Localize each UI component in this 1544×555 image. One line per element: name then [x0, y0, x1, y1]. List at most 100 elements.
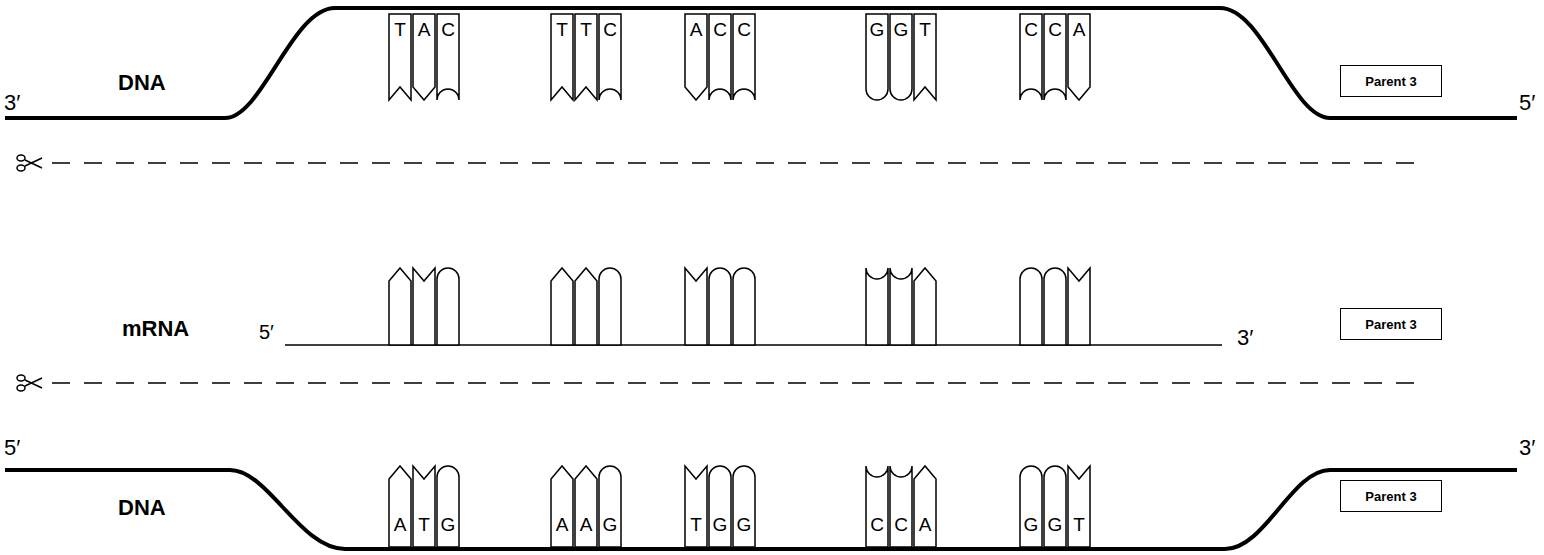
nucleotide-piece: T — [413, 466, 435, 547]
base-letter: G — [1048, 515, 1063, 535]
base-letter: G — [441, 515, 456, 535]
nucleotide-piece: T — [551, 14, 573, 100]
mrna-base-piece — [1068, 268, 1090, 345]
base-letter: G — [870, 20, 885, 40]
strand-label: DNA — [118, 497, 166, 519]
nucleotide-piece: C — [437, 14, 459, 100]
base-letter: G — [713, 515, 728, 535]
nucleotide-piece: T — [389, 14, 411, 100]
end-label: 5′ — [4, 437, 20, 459]
mrna-base-piece — [551, 268, 573, 345]
mrna-base-piece — [389, 268, 411, 345]
mrna-base-piece — [866, 268, 888, 345]
mrna-base-piece — [599, 268, 621, 345]
mrna-base-pieces — [389, 268, 1090, 345]
label-box: Parent 3 — [1340, 65, 1442, 97]
nucleotide-piece: C — [709, 14, 731, 100]
nucleotide-piece: C — [599, 14, 621, 100]
base-letter: T — [418, 515, 430, 535]
mrna-base-piece — [1020, 268, 1042, 345]
mrna-base-piece — [437, 268, 459, 345]
nucleotide-piece: G — [1020, 466, 1042, 547]
cut-line — [52, 382, 1420, 384]
scissors-icon — [17, 375, 42, 391]
nucleotide-piece: G — [733, 466, 755, 547]
base-letter: T — [556, 20, 568, 40]
end-label: 3′ — [4, 92, 20, 114]
base-letter: T — [690, 515, 702, 535]
base-letter: C — [441, 20, 455, 40]
base-letter: C — [713, 20, 727, 40]
base-letter: C — [894, 515, 908, 535]
nucleotide-piece: T — [685, 466, 707, 547]
nucleotide-piece: G — [709, 466, 731, 547]
base-letter: C — [1024, 20, 1038, 40]
base-letter: T — [394, 20, 406, 40]
dna-backbone — [5, 470, 1517, 549]
nucleotide-piece: A — [413, 14, 435, 100]
nucleotide-piece: C — [1020, 14, 1042, 100]
nucleotide-piece: G — [890, 14, 912, 100]
mrna-base-piece — [1020, 268, 1042, 345]
base-letter: C — [870, 515, 884, 535]
mrna-base-piece — [685, 268, 707, 345]
mrna-base-piece — [685, 268, 707, 345]
base-letter: A — [556, 515, 569, 535]
end-label: 5′ — [259, 322, 274, 342]
nucleotide-piece: C — [1044, 14, 1066, 100]
mrna-base-piece — [890, 268, 912, 345]
mrna-base-piece — [709, 268, 731, 345]
end-label: 3′ — [1237, 327, 1253, 349]
base-letter: C — [737, 20, 751, 40]
dna-backbone — [5, 8, 1517, 118]
mrna-base-piece — [389, 268, 411, 345]
strand-label: DNA — [118, 72, 166, 94]
parent-label: Parent 3 — [1365, 317, 1416, 332]
mrna-base-piece — [1044, 268, 1066, 345]
base-letter: G — [603, 515, 618, 535]
mrna-base-piece — [866, 268, 888, 345]
base-letter: T — [919, 20, 931, 40]
nucleotide-piece: C — [866, 466, 888, 547]
nucleotide-piece: A — [575, 466, 597, 547]
base-letter: A — [919, 515, 932, 535]
mrna-base-piece — [733, 268, 755, 345]
end-label: 5′ — [1519, 92, 1535, 114]
base-letter: G — [737, 515, 752, 535]
nucleotide-piece: A — [914, 466, 936, 547]
nucleotide-piece: T — [914, 14, 936, 100]
nucleotide-piece: A — [551, 466, 573, 547]
base-letter: C — [603, 20, 617, 40]
mrna-base-piece — [413, 268, 435, 345]
mrna-base-piece — [551, 268, 573, 345]
base-letter: A — [1073, 20, 1086, 40]
nucleotide-piece: G — [599, 466, 621, 547]
nucleotide-piece: T — [1068, 466, 1090, 547]
scissors-icon — [17, 155, 42, 171]
mrna-base-piece — [575, 268, 597, 345]
mrna-base-piece — [1068, 268, 1090, 345]
base-letter: T — [1073, 515, 1085, 535]
mrna-base-piece — [914, 268, 936, 345]
mrna-base-piece — [599, 268, 621, 345]
label-box: Parent 3 — [1340, 480, 1442, 512]
mrna-base-piece — [413, 268, 435, 345]
nucleotide-piece: G — [866, 14, 888, 100]
nucleotide-piece: T — [575, 14, 597, 100]
label-box: Parent 3 — [1340, 308, 1442, 340]
strand-label: mRNA — [122, 318, 189, 340]
parent-label: Parent 3 — [1365, 489, 1416, 504]
nucleotide-piece: C — [733, 14, 755, 100]
nucleotide-piece: A — [685, 14, 707, 100]
nucleotide-piece: G — [437, 466, 459, 547]
mrna-base-piece — [1044, 268, 1066, 345]
base-letter: T — [580, 20, 592, 40]
nucleotide-piece: A — [1068, 14, 1090, 100]
base-letter: A — [690, 20, 703, 40]
base-letter: A — [418, 20, 431, 40]
mrna-base-piece — [709, 268, 731, 345]
nucleotide-piece: G — [1044, 466, 1066, 547]
mrna-base-piece — [890, 268, 912, 345]
